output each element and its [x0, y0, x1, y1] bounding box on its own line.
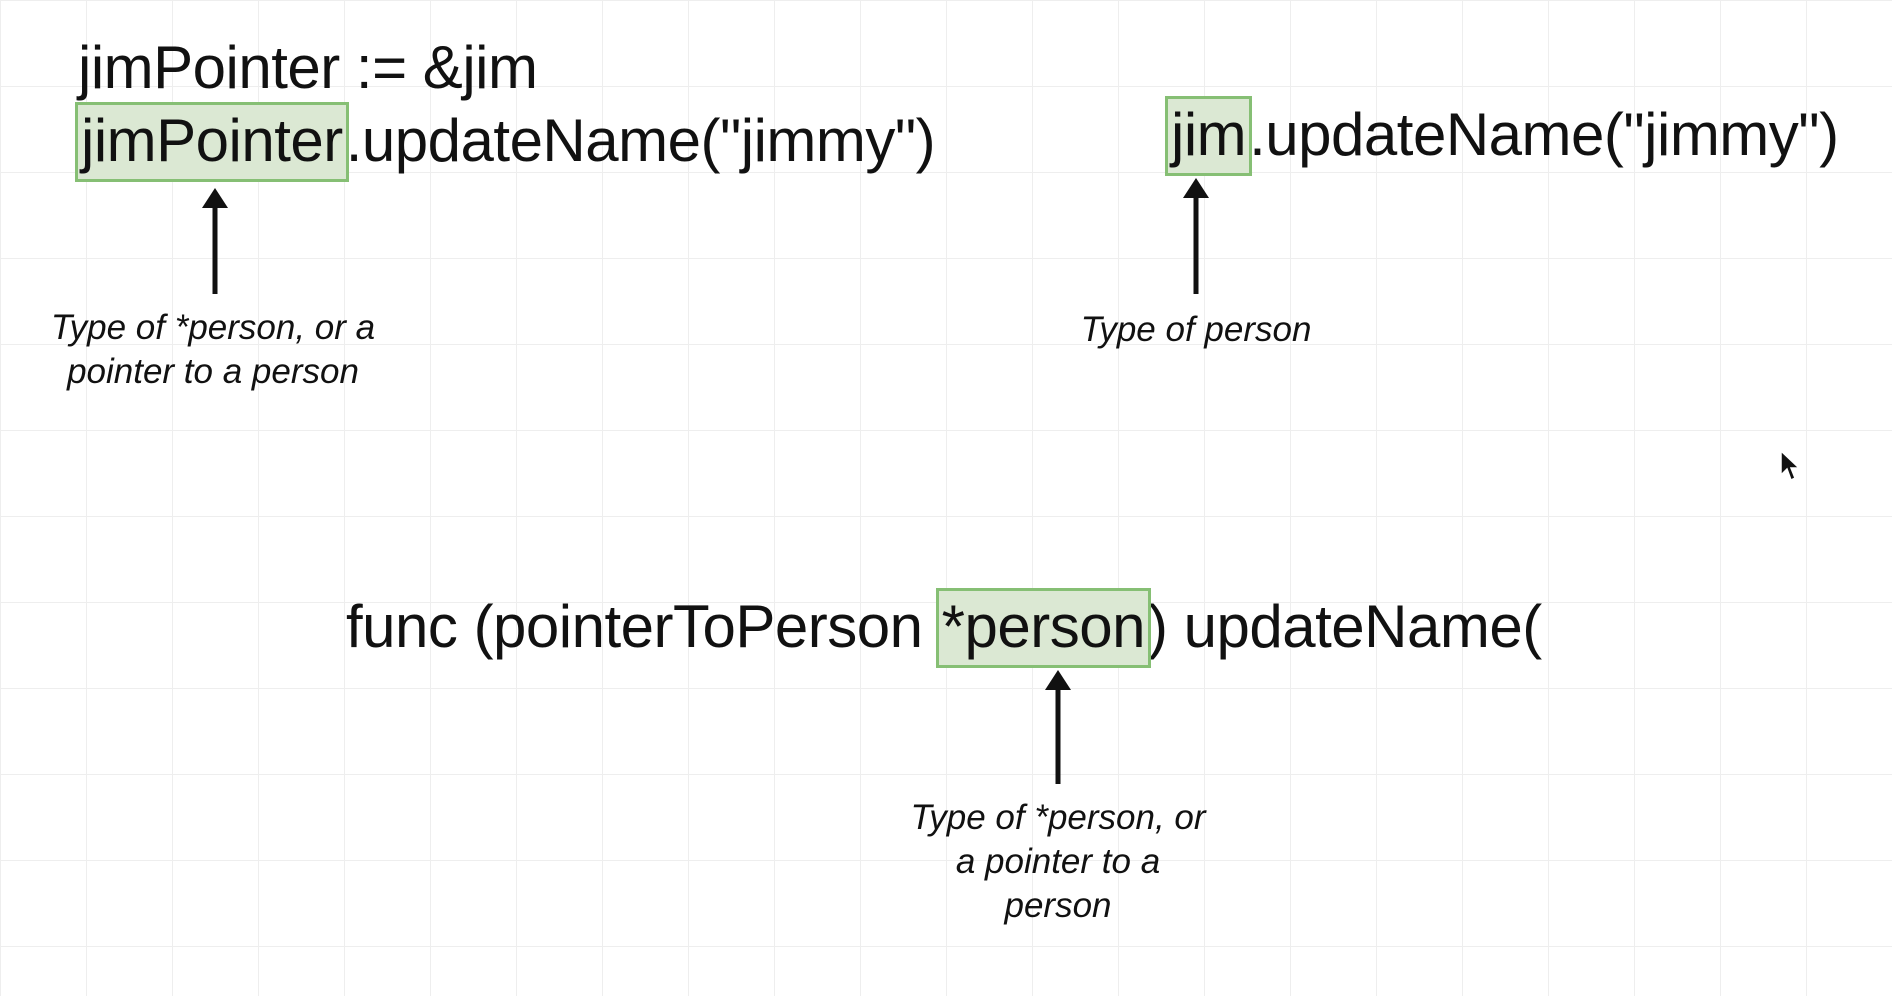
code-line-func-signature: func (pointerToPerson *person) updateNam… [346, 588, 1542, 668]
highlight-jim: jim [1165, 96, 1253, 176]
code-line-jimpointer-assign: jimPointer := &jim [78, 34, 538, 101]
code-update-call-right: .updateName("jimmy") [1249, 101, 1839, 168]
mouse-cursor-icon [1780, 449, 1801, 482]
func-suffix: ) updateName( [1147, 593, 1542, 660]
highlight-jimpointer: jimPointer [75, 102, 349, 182]
caption-left-line2: pointer to a person [67, 352, 359, 391]
highlight-person-pointer-type: *person [935, 588, 1151, 668]
caption-bottom-line1: Type of *person, or [910, 798, 1206, 837]
code-update-call: .updateName("jimmy") [345, 107, 936, 174]
arrow-up-right [1183, 178, 1209, 294]
caption-bottom-line2: a pointer to a [955, 842, 1161, 881]
code-line-jim-update: jim.updateName("jimmy") [1165, 96, 1839, 176]
caption-left: Type of *person, or a pointer to a perso… [12, 306, 414, 394]
caption-left-line1: Type of *person, or a [50, 308, 376, 347]
caption-bottom: Type of *person, or a pointer to a perso… [878, 796, 1238, 928]
arrow-up-left [202, 188, 228, 294]
caption-right-line1: Type of person [1080, 310, 1312, 349]
arrow-up-bottom [1045, 670, 1071, 784]
caption-right: Type of person [1046, 308, 1346, 352]
func-prefix: func (pointerToPerson [346, 593, 939, 660]
code-line-jimpointer-update: jimPointer.updateName("jimmy") [75, 102, 936, 182]
caption-bottom-line3: person [1004, 886, 1112, 925]
